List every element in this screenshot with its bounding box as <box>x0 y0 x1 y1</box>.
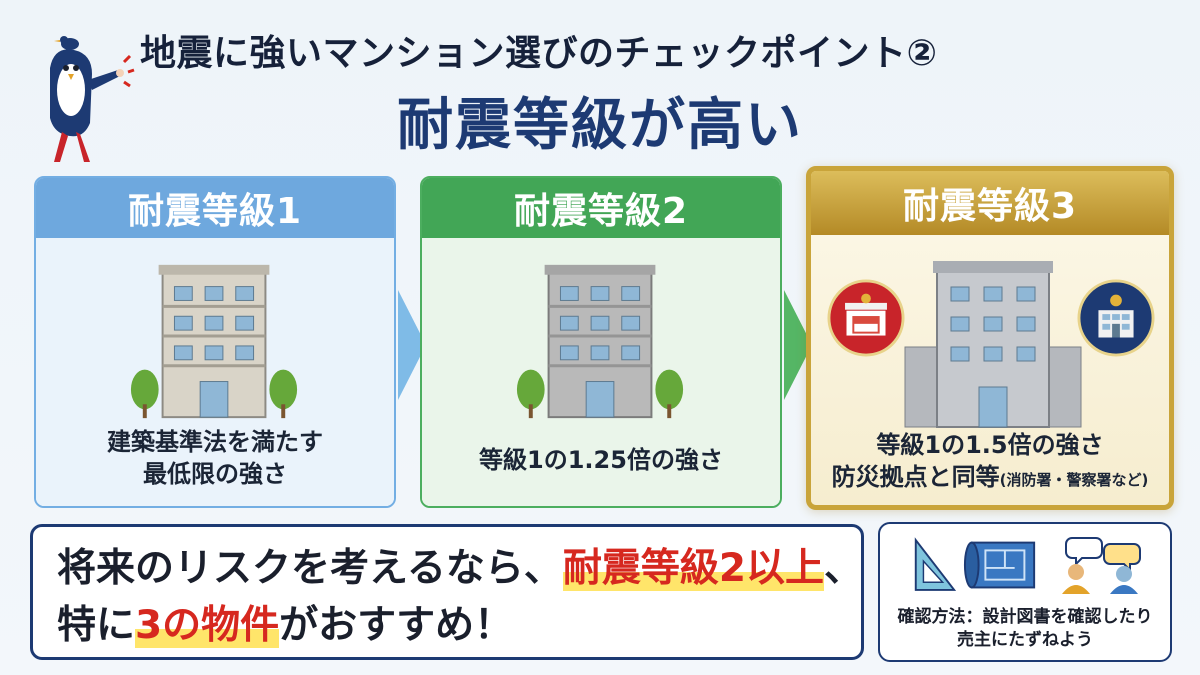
grade-3-card: 耐震等級3 <box>806 166 1174 510</box>
arrow-right-icon <box>784 290 812 400</box>
check-method-line1: 確認方法：設計図書を確認したり <box>897 607 1153 627</box>
grade-1-label: 耐震等級1 <box>36 178 394 238</box>
recommend-line2-pre: 特に <box>57 602 136 648</box>
recommendation-box: 将来のリスクを考えるなら、耐震等級2以上、 特に3の物件がおすすめ！ <box>30 524 864 660</box>
recommend-line2-highlight: 3の物件 <box>135 602 280 648</box>
page-subtitle: 地震に強いマンション選びのチェックポイント② <box>140 33 938 74</box>
building-icon <box>904 261 1082 428</box>
penguin-mascot-icon <box>50 36 135 162</box>
fire-station-icon <box>827 279 905 357</box>
recommend-line1-pre: 将来のリスクを考えるなら、 <box>57 546 563 591</box>
building-icon <box>130 264 298 419</box>
arrow-right-icon <box>398 290 426 400</box>
building-icon <box>516 264 684 419</box>
grade-3-label: 耐震等級3 <box>811 171 1169 235</box>
recommend-line2-post: がおすすめ！ <box>279 602 514 648</box>
grade-2-desc-line1: 等級1の1.25倍の強さ <box>479 446 723 474</box>
recommend-line1-post: 、 <box>823 546 863 591</box>
blueprint-icon <box>963 541 1036 589</box>
grade-3-desc-line2: 防災拠点と同等 <box>831 463 1000 492</box>
page-title: 耐震等級が高い <box>397 93 803 158</box>
police-station-icon <box>1077 279 1155 357</box>
grade-1-desc-line1: 建築基準法を満たす <box>107 428 323 456</box>
grade-3-desc-line1: 等級1の1.5倍の強さ <box>876 431 1104 459</box>
check-method-line2: 売主にたずねよう <box>957 629 1093 650</box>
grade-2-card: 耐震等級2 等級1の1.25倍の強さ <box>420 176 782 508</box>
check-method-box: 確認方法：設計図書を確認したり 売主にたずねよう <box>878 522 1172 662</box>
people-talking-icon <box>1062 537 1141 594</box>
grade-1-card: 耐震等級1 建築基準法を満たす 最低限の強さ <box>34 176 396 508</box>
recommend-line1-highlight: 耐震等級2以上 <box>562 546 824 591</box>
ruler-triangle-icon <box>914 537 957 591</box>
grade-1-desc-line2: 最低限の強さ <box>143 460 287 489</box>
grade-2-label: 耐震等級2 <box>422 178 780 238</box>
grade-3-desc-note: (消防署・警察署など) <box>999 471 1149 490</box>
